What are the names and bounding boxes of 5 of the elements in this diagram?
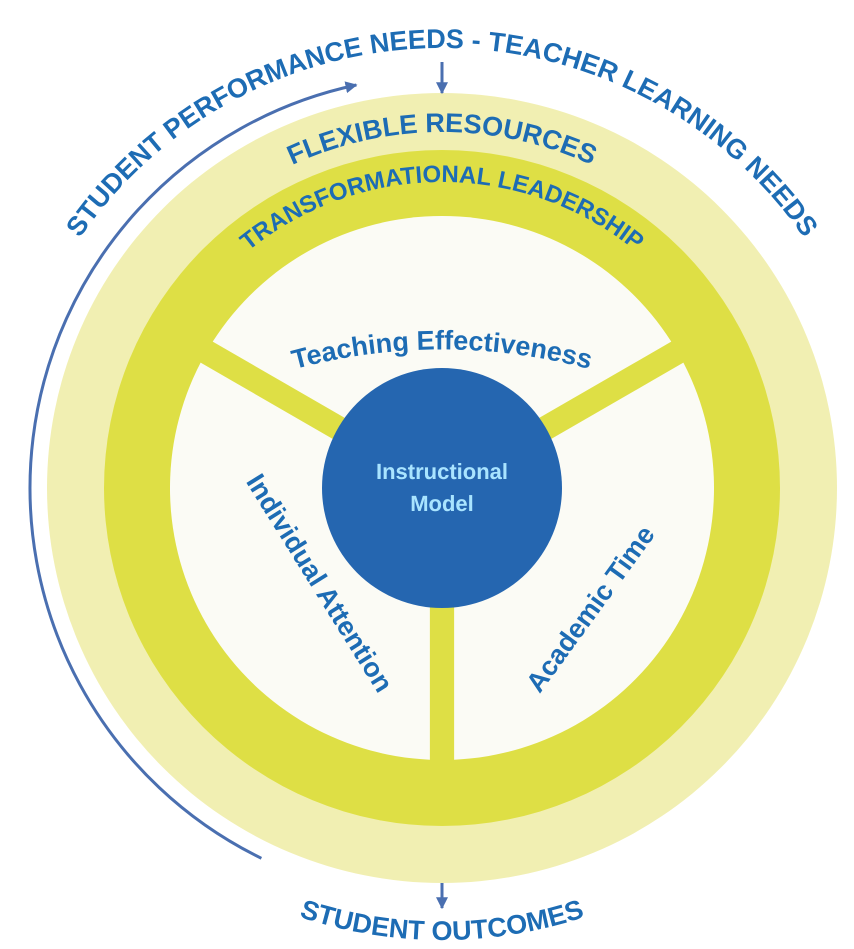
arrow	[436, 883, 448, 910]
arrow	[436, 62, 448, 94]
arc-label: STUDENT OUTCOMES	[297, 894, 587, 946]
sector-label: Teaching Effectiveness	[288, 325, 596, 375]
center-label: Instructional Model	[374, 458, 509, 518]
